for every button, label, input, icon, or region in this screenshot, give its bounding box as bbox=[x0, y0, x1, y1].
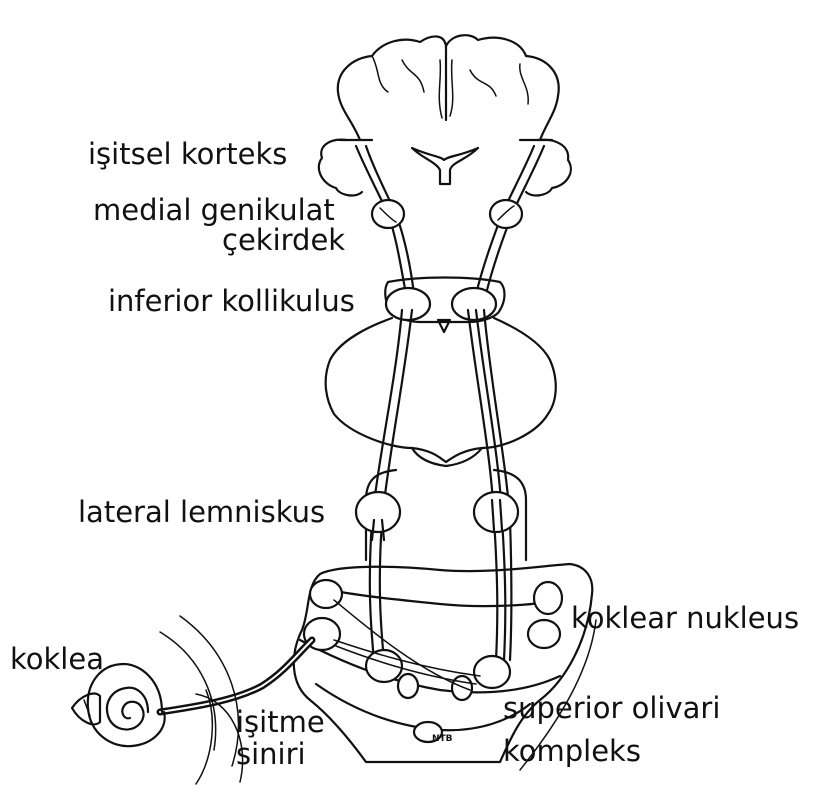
lateral-lemniscus-nuclei bbox=[356, 492, 518, 540]
cochlea-drawing bbox=[72, 664, 165, 746]
label-auditory-cortex: işitsel korteks bbox=[88, 140, 287, 169]
label-ntb: NTB bbox=[432, 734, 453, 744]
label-cochlear-nucleus: koklear nukleus bbox=[571, 604, 799, 633]
label-lateral-lemniscus: lateral lemniskus bbox=[78, 498, 325, 527]
label-inferior-colliculus: inferior kollikulus bbox=[108, 287, 355, 316]
label-superior-olive-line1: superior olivari bbox=[503, 694, 720, 723]
label-cochlea: koklea bbox=[10, 645, 104, 674]
label-superior-olive-line2: kompleks bbox=[503, 737, 641, 766]
label-auditory-nerve-line1: işitme bbox=[236, 708, 325, 737]
mgn-nuclei bbox=[372, 200, 522, 228]
label-auditory-nerve-line2: siniri bbox=[236, 740, 306, 769]
label-mgn-line1: medial genikulat bbox=[93, 196, 335, 225]
lemniscal-tracts bbox=[370, 310, 512, 660]
label-mgn-line2: çekirdek bbox=[222, 226, 345, 255]
cochlear-nuclei bbox=[304, 580, 562, 650]
